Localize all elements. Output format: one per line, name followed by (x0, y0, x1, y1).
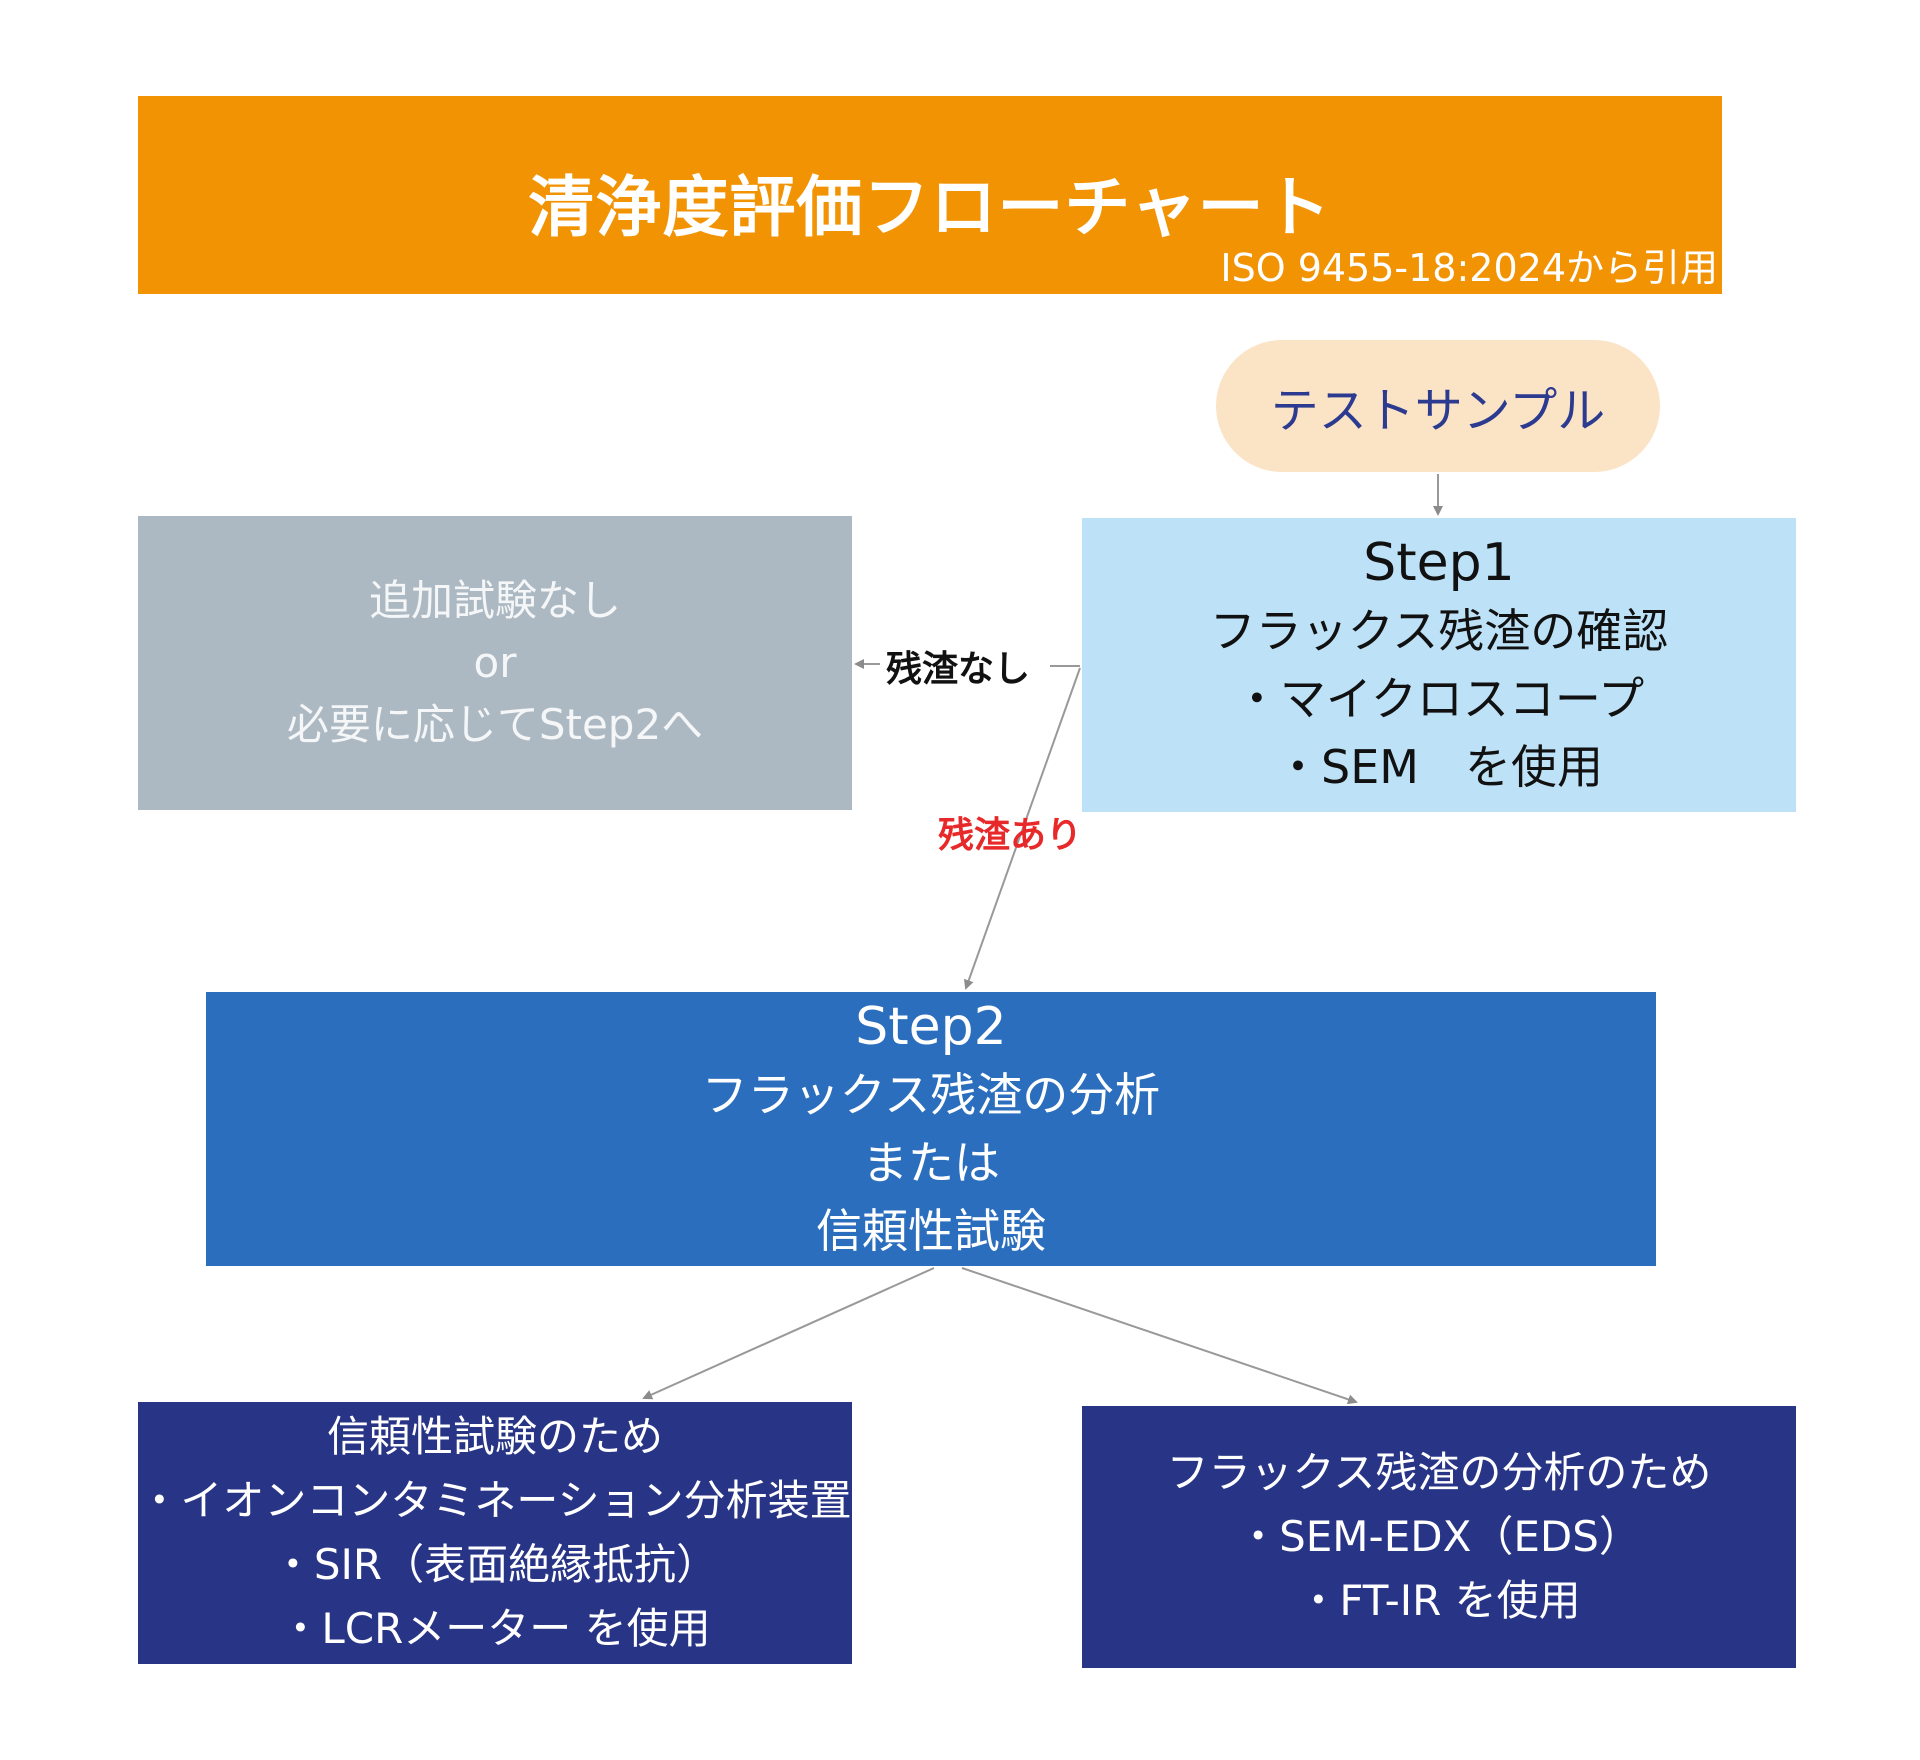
step2-node: Step2 フラックス残渣の分析 または 信頼性試験 (206, 992, 1656, 1266)
reliability-line: ・イオンコンタミネーション分析装置 (138, 1476, 852, 1525)
step2-line: フラックス残渣の分析 (701, 1068, 1161, 1122)
residue-line: フラックス残渣の分析のため (1166, 1448, 1712, 1497)
source-note: ISO 9455-18:2024から引用 (1220, 246, 1718, 290)
page-title: 清浄度評価フローチャート (528, 169, 1332, 246)
step2-line: 信頼性試験 (816, 1204, 1046, 1258)
start-node-label: テストサンプル (1270, 383, 1606, 439)
no-test-line: 追加試験なし (368, 576, 621, 625)
reliability-line: ・LCRメーター を使用 (279, 1604, 711, 1653)
start-node-test-sample: テストサンプル (1216, 340, 1660, 472)
step2-line: または (862, 1136, 1000, 1190)
no-additional-test-node: 追加試験なし or 必要に応じてStep2へ (138, 516, 852, 810)
residue-line: ・FT-IR を使用 (1297, 1576, 1581, 1625)
no-test-line: or (473, 638, 517, 687)
arrow-step2-to-residue (961, 1267, 1358, 1405)
reliability-line: ・SIR（表面絶縁抵抗） (271, 1540, 719, 1589)
step1-heading: Step1 (1363, 533, 1515, 593)
title-banner: 清浄度評価フローチャート ISO 9455-18:2024から引用 (138, 96, 1722, 294)
step1-node: Step1 フラックス残渣の確認 ・マイクロスコープ ・SEM を使用 (1082, 518, 1796, 812)
reliability-line: 信頼性試験のため (326, 1412, 663, 1461)
step2-heading: Step2 (855, 997, 1007, 1057)
reliability-test-methods-node: 信頼性試験のため ・イオンコンタミネーション分析装置 ・SIR（表面絶縁抵抗） … (138, 1402, 852, 1664)
edge-label-residue-found: 残渣あり (938, 815, 1083, 856)
arrow-step1-to-step2 (963, 667, 1081, 990)
residue-line: ・SEM-EDX（EDS） (1237, 1512, 1641, 1561)
step1-line: ・マイクロスコープ (1233, 672, 1645, 726)
residue-analysis-methods-node: フラックス残渣の分析のため ・SEM-EDX（EDS） ・FT-IR を使用 (1082, 1406, 1796, 1668)
no-test-line: 必要に応じてStep2へ (286, 700, 704, 749)
step1-line: フラックス残渣の確認 (1209, 604, 1669, 658)
step1-line: ・SEM を使用 (1275, 740, 1603, 794)
edge-label-no-residue: 残渣なし (886, 649, 1031, 690)
arrow-step2-to-reliability (642, 1267, 935, 1400)
